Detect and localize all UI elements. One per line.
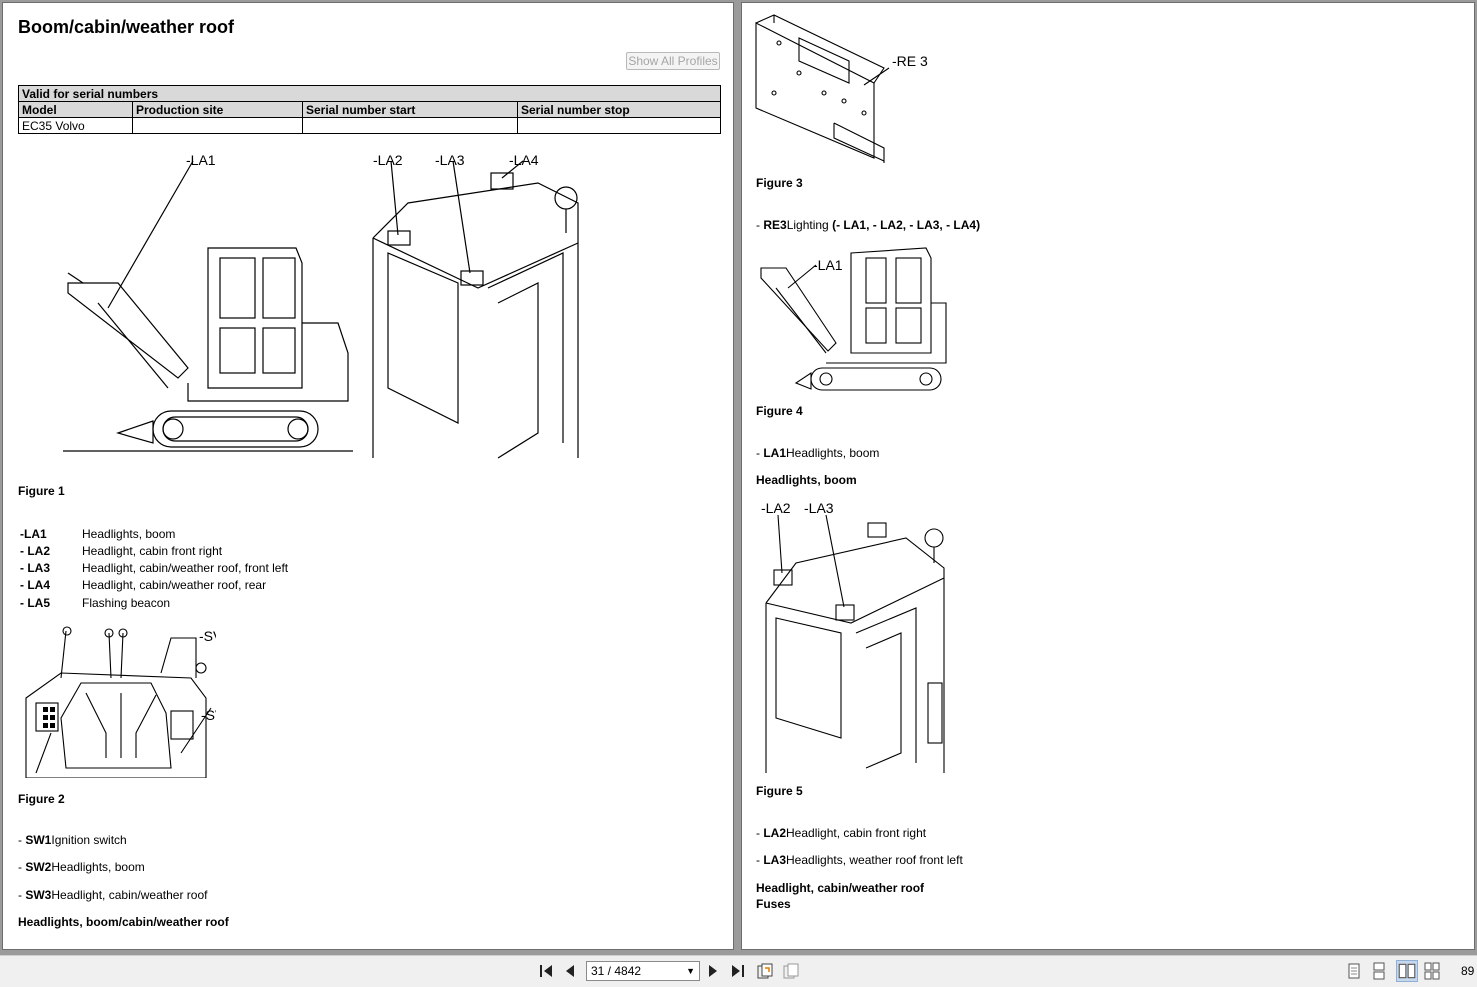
single-page-icon[interactable]: [1345, 962, 1363, 980]
figure-1-illustration: -LA1 -LA2 -LA3 -LA4: [63, 152, 579, 459]
table-cell: [302, 117, 518, 134]
table-header: Production site: [132, 101, 303, 118]
table-header: Model: [18, 101, 133, 118]
serial-number-table: Valid for serial numbers Model Productio…: [18, 85, 721, 134]
re3-code: RE3: [763, 218, 787, 232]
figure-3-label: Figure 3: [756, 176, 803, 190]
table-caption: Valid for serial numbers: [18, 85, 721, 102]
last-page-icon[interactable]: [729, 962, 747, 980]
legend-item: - LA4 Headlight, cabin/weather roof, rear: [20, 578, 266, 592]
fit-width-icon[interactable]: [782, 962, 800, 980]
re3-text: Lighting: [786, 218, 829, 232]
table-cell: [132, 117, 303, 134]
document-page-left: Boom/cabin/weather roof Show All Profile…: [2, 2, 734, 950]
figure-4-callout: -LA1: [813, 257, 843, 273]
chevron-down-icon: ▼: [686, 966, 695, 976]
legend-code: -LA1: [20, 527, 47, 541]
la1-description: - LA1Headlights, boom: [756, 446, 880, 460]
figure-5-illustration: -LA2 -LA3: [761, 500, 945, 773]
two-page-icon: [1398, 963, 1416, 979]
page-indicator: 31 / 4842: [591, 964, 642, 978]
switch-code: SW2: [25, 860, 52, 874]
section-heading: Headlight, cabin/weather roof: [756, 881, 925, 895]
figure-1-callout: -LA2: [373, 152, 403, 168]
switch-item: - SW3Headlight, cabin/weather roof: [18, 888, 208, 902]
la3-text: Headlights, weather roof front left: [786, 853, 963, 867]
page-number-select[interactable]: 31 / 4842 ▼: [586, 961, 700, 981]
figure-2-callout: -SV: [199, 628, 216, 644]
document-page-right: -RE 3 Figure 3 - RE3Lighting (- LA1, - L…: [741, 2, 1475, 950]
switch-item: - SW1Ignition switch: [18, 833, 127, 847]
figure-1-callout: -LA3: [435, 152, 465, 168]
la3-code: LA3: [763, 853, 787, 867]
two-page-button[interactable]: [1396, 960, 1418, 982]
legend-desc: Headlight, cabin/weather roof, front lef…: [82, 561, 289, 575]
section-heading: Fuses: [756, 897, 791, 911]
figure-5-callout: -LA3: [804, 500, 834, 516]
figure-2-callout: -SV: [201, 707, 216, 723]
figure-5-callout: -LA2: [761, 500, 791, 516]
legend-item: - LA5 Flashing beacon: [20, 596, 170, 610]
legend-item: - LA2 Headlight, cabin front right: [20, 544, 222, 558]
switch-desc: Headlights, boom: [51, 860, 145, 874]
la1-code: LA1: [763, 446, 787, 460]
switch-item: - SW2Headlights, boom: [18, 860, 145, 874]
legend-desc: Flashing beacon: [82, 596, 171, 610]
figure-3-callout: -RE 3: [892, 53, 928, 69]
legend-code: - LA3: [20, 561, 50, 575]
table-header-row: Model Production site Serial number star…: [18, 101, 721, 118]
table-row: EC35 Volvo: [18, 117, 721, 134]
figure-2-illustration: -SV -SV: [25, 626, 216, 778]
legend-item: - LA3 Headlight, cabin/weather roof, fron…: [20, 561, 288, 575]
first-page-icon[interactable]: [537, 962, 555, 980]
figure-5-label: Figure 5: [756, 784, 803, 798]
figure-1-callout: -LA4: [509, 152, 539, 168]
continuous-page-icon[interactable]: [1370, 962, 1388, 980]
legend-code: - LA2: [20, 544, 50, 558]
legend-desc: Headlights, boom: [82, 527, 176, 541]
show-all-profiles-button[interactable]: Show All Profiles: [626, 52, 720, 70]
figure-4-label: Figure 4: [756, 404, 803, 418]
legend-desc: Headlight, cabin front right: [82, 544, 223, 558]
la2-description: - LA2Headlight, cabin front right: [756, 826, 927, 840]
legend-code: - LA4: [20, 578, 50, 592]
table-header: Serial number stop: [517, 101, 721, 118]
table-cell: EC35 Volvo: [18, 117, 133, 134]
la2-text: Headlight, cabin front right: [786, 826, 927, 840]
page-title: Boom/cabin/weather roof: [18, 17, 235, 37]
legend-desc: Headlight, cabin/weather roof, rear: [82, 578, 267, 592]
next-page-icon[interactable]: [704, 962, 722, 980]
figure-1-label: Figure 1: [18, 484, 65, 498]
re3-refs: (- LA1, - LA2, - LA3, - LA4): [832, 218, 981, 232]
figure-2-label: Figure 2: [18, 792, 65, 806]
viewer-toolbar: 31 / 4842 ▼ 89: [0, 955, 1477, 987]
switch-code: SW1: [25, 833, 52, 847]
section-heading: Headlights, boom: [756, 473, 857, 487]
switch-desc: Ignition switch: [51, 833, 127, 847]
prev-page-icon[interactable]: [561, 962, 579, 980]
table-cell: [517, 117, 721, 134]
zoom-level[interactable]: 89: [1461, 964, 1475, 978]
fit-page-icon[interactable]: [756, 962, 774, 980]
la3-description: - LA3Headlights, weather roof front left: [756, 853, 963, 867]
la1-text: Headlights, boom: [786, 446, 880, 460]
figure-3-illustration: -RE 3: [755, 14, 928, 163]
la2-code: LA2: [763, 826, 787, 840]
section-heading: Headlights, boom/cabin/weather roof: [18, 915, 229, 929]
figure-1-callout: -LA1: [186, 152, 216, 168]
table-header: Serial number start: [302, 101, 518, 118]
switch-code: SW3: [25, 888, 52, 902]
legend-item: -LA1 Headlights, boom: [20, 527, 175, 541]
figure-4-illustration: -LA1: [760, 247, 947, 391]
legend-code: - LA5: [20, 596, 50, 610]
switch-desc: Headlight, cabin/weather roof: [51, 888, 208, 902]
two-page-continuous-icon[interactable]: [1423, 962, 1441, 980]
re3-description: - RE3Lighting (- LA1, - LA2, - LA3, - LA…: [756, 218, 981, 232]
